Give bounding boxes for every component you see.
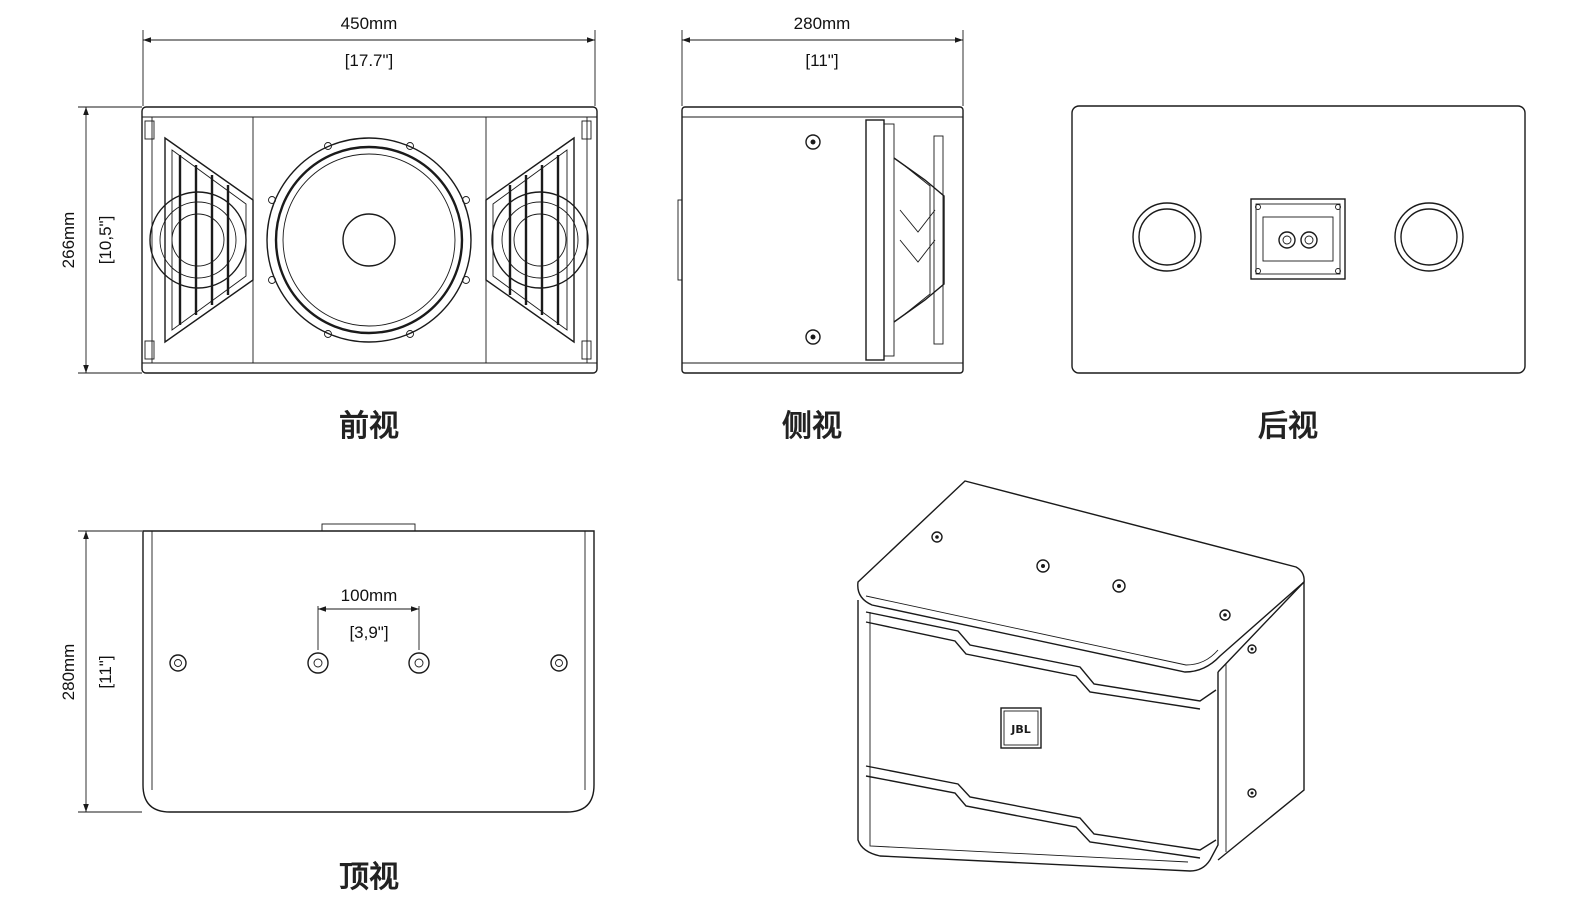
woofer-driver (266, 137, 472, 343)
hole-spacing-in: [3,9"] (349, 623, 388, 642)
jbl-logo: JBL (1010, 723, 1031, 736)
input-terminal-plate (1250, 198, 1346, 280)
hole-spacing-mm: 100mm (341, 586, 398, 605)
front-view: 450mm [17.7"] 266mm [10,5"] (59, 14, 598, 444)
front-width-in: [17.7"] (345, 51, 394, 70)
right-horn-tweeter (485, 136, 589, 344)
top-view-caption: 顶视 (339, 860, 399, 895)
side-depth-in: [11"] (805, 51, 838, 70)
side-depth-mm: 280mm (794, 14, 851, 33)
front-width-mm: 450mm (341, 14, 398, 33)
top-view: 280mm [11"] 100mm [3,9"] 顶视 (59, 523, 595, 895)
front-view-caption: 前视 (339, 409, 399, 444)
top-depth-in: [11"] (96, 655, 115, 688)
isometric-view: JBL (857, 480, 1305, 872)
rear-view-caption: 后视 (1258, 409, 1318, 444)
side-view: 280mm [11"] 侧视 (677, 14, 964, 444)
side-view-caption: 侧视 (782, 409, 842, 444)
front-height-in: [10,5"] (96, 216, 115, 265)
left-horn-tweeter (149, 136, 254, 344)
front-height-mm: 266mm (59, 212, 78, 269)
top-depth-mm: 280mm (59, 644, 78, 701)
jbl-logo-badge: JBL (1000, 707, 1042, 749)
rear-view: 后视 (1071, 105, 1526, 444)
